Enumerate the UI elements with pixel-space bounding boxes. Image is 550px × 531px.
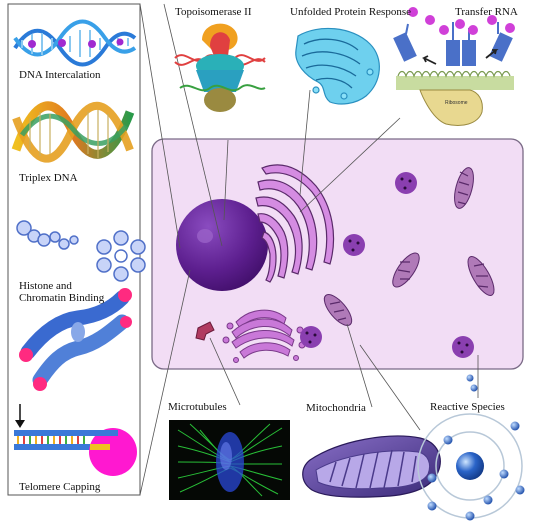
label-dna-intercalation: DNA Intercalation [19,69,101,81]
lysosome-3 [300,326,322,348]
lysosome-2 [343,234,365,256]
topoisomerase-icon [174,23,266,112]
mitochondrion-1 [454,167,474,209]
mitochondrion-2 [392,252,420,288]
unfolded-protein-icon [295,27,380,105]
microtubule-fragment [195,321,215,341]
mitochondria-icon [302,435,441,498]
mitochondrion-3 [467,256,495,296]
label-microtubules: Microtubules [168,401,227,413]
transfer-rna-icon: Ribosome [393,7,515,126]
ribosome-label: Ribosome [445,100,468,106]
label-triplex-dna: Triplex DNA [19,172,78,184]
lysosome-1 [395,172,417,194]
label-transfer-rna: Transfer RNA [455,6,518,18]
triplex-dna-icon [11,101,135,163]
label-mitochondria: Mitochondria [306,402,366,414]
mitochondrion-4 [323,294,353,326]
dna-intercalation-icon [13,19,137,67]
lysosome-4 [452,336,474,358]
label-unfolded-protein: Unfolded Protein Response [290,6,411,18]
chromosome-icon [19,288,132,391]
label-topoisomerase: Topoisomerase II [175,6,252,18]
telomere-capping-icon [14,404,137,476]
label-histone-line2: Chromatin Binding [19,292,105,304]
reactive-species-icon [417,374,525,521]
label-telomere-capping: Telomere Capping [19,481,101,493]
label-histone-line1: Histone and [19,280,72,292]
golgi-apparatus [222,309,306,363]
label-reactive-species: Reactive Species [430,401,505,413]
endoplasmic-reticulum [255,164,335,283]
cell-body [151,138,524,370]
left-panel-frame [7,3,141,496]
histone-chromatin-icon [16,220,146,282]
microtubules-micrograph [169,420,290,500]
connector-lines [139,3,479,496]
